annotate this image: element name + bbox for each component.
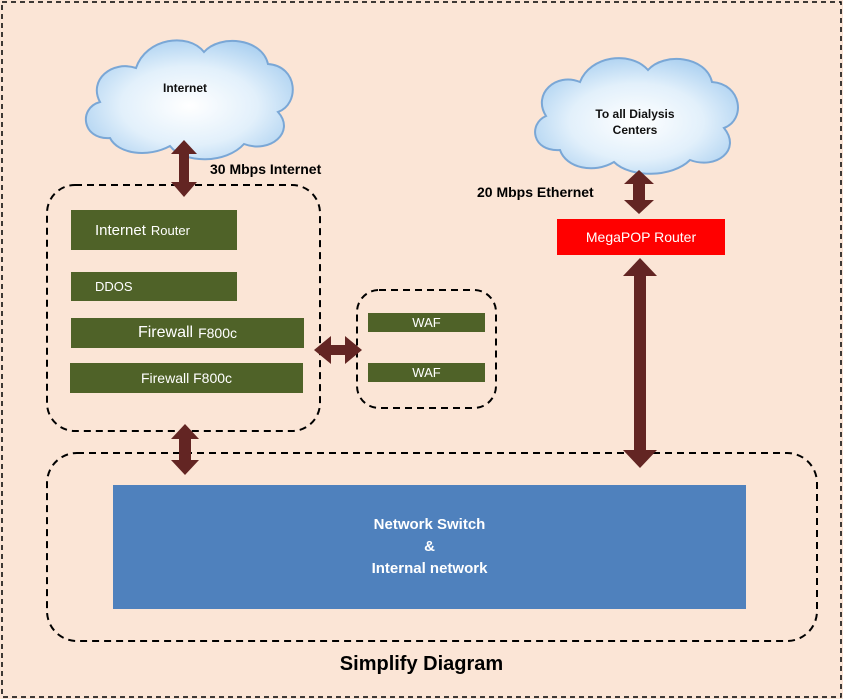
network-switch-line3: Internal network xyxy=(371,560,488,577)
internal-network-group xyxy=(46,452,818,642)
dialysis-cloud-label: To all Dialysis Centers xyxy=(580,106,690,138)
ddos-label: DDOS xyxy=(95,279,133,294)
firewall-2[interactable]: Firewall F800c xyxy=(70,363,303,393)
megapop-router[interactable]: MegaPOP Router xyxy=(557,219,725,255)
firewall-1-label: Firewall xyxy=(137,324,194,341)
waf-2[interactable]: WAF xyxy=(368,363,485,382)
internet-link-label: 30 Mbps Internet xyxy=(210,161,322,177)
arrow-megapop-to-switch xyxy=(623,258,657,468)
waf-1-label: WAF xyxy=(412,315,441,330)
internet-cloud-text: Internet xyxy=(162,81,207,95)
dialysis-cloud-text-line2: Centers xyxy=(612,123,658,137)
arrow-perimeter-to-switch xyxy=(171,424,199,475)
waf-1[interactable]: WAF xyxy=(368,313,485,332)
firewall-1-sublabel: F800c xyxy=(198,325,238,341)
arrow-internet-link xyxy=(171,140,197,197)
diagram-title: Simplify Diagram xyxy=(339,653,504,675)
internet-cloud-label: Internet xyxy=(140,80,230,96)
ethernet-link-label: 20 Mbps Ethernet xyxy=(477,184,594,200)
internet-cloud xyxy=(84,39,294,161)
internet-router-sublabel: Router xyxy=(150,222,190,238)
arrows xyxy=(171,140,657,475)
ddos-device[interactable]: DDOS xyxy=(71,272,237,301)
arrow-perimeter-to-waf xyxy=(314,336,362,364)
megapop-router-label: MegaPOP Router xyxy=(585,229,697,245)
firewall-1[interactable]: Firewall F800c xyxy=(71,318,304,348)
network-switch[interactable]: Network Switch & Internal network xyxy=(113,485,746,609)
waf-2-label: WAF xyxy=(412,365,441,380)
internet-router-label: Internet xyxy=(95,221,146,239)
arrow-ethernet-link xyxy=(624,170,654,214)
waf-group xyxy=(356,289,497,409)
network-switch-line1: Network Switch xyxy=(373,516,486,533)
network-switch-line2: & xyxy=(424,538,435,555)
internet-router[interactable]: Internet Router xyxy=(71,210,237,250)
firewall-2-label: Firewall F800c xyxy=(140,370,233,386)
dialysis-cloud-text-line1: To all Dialysis xyxy=(595,107,675,121)
